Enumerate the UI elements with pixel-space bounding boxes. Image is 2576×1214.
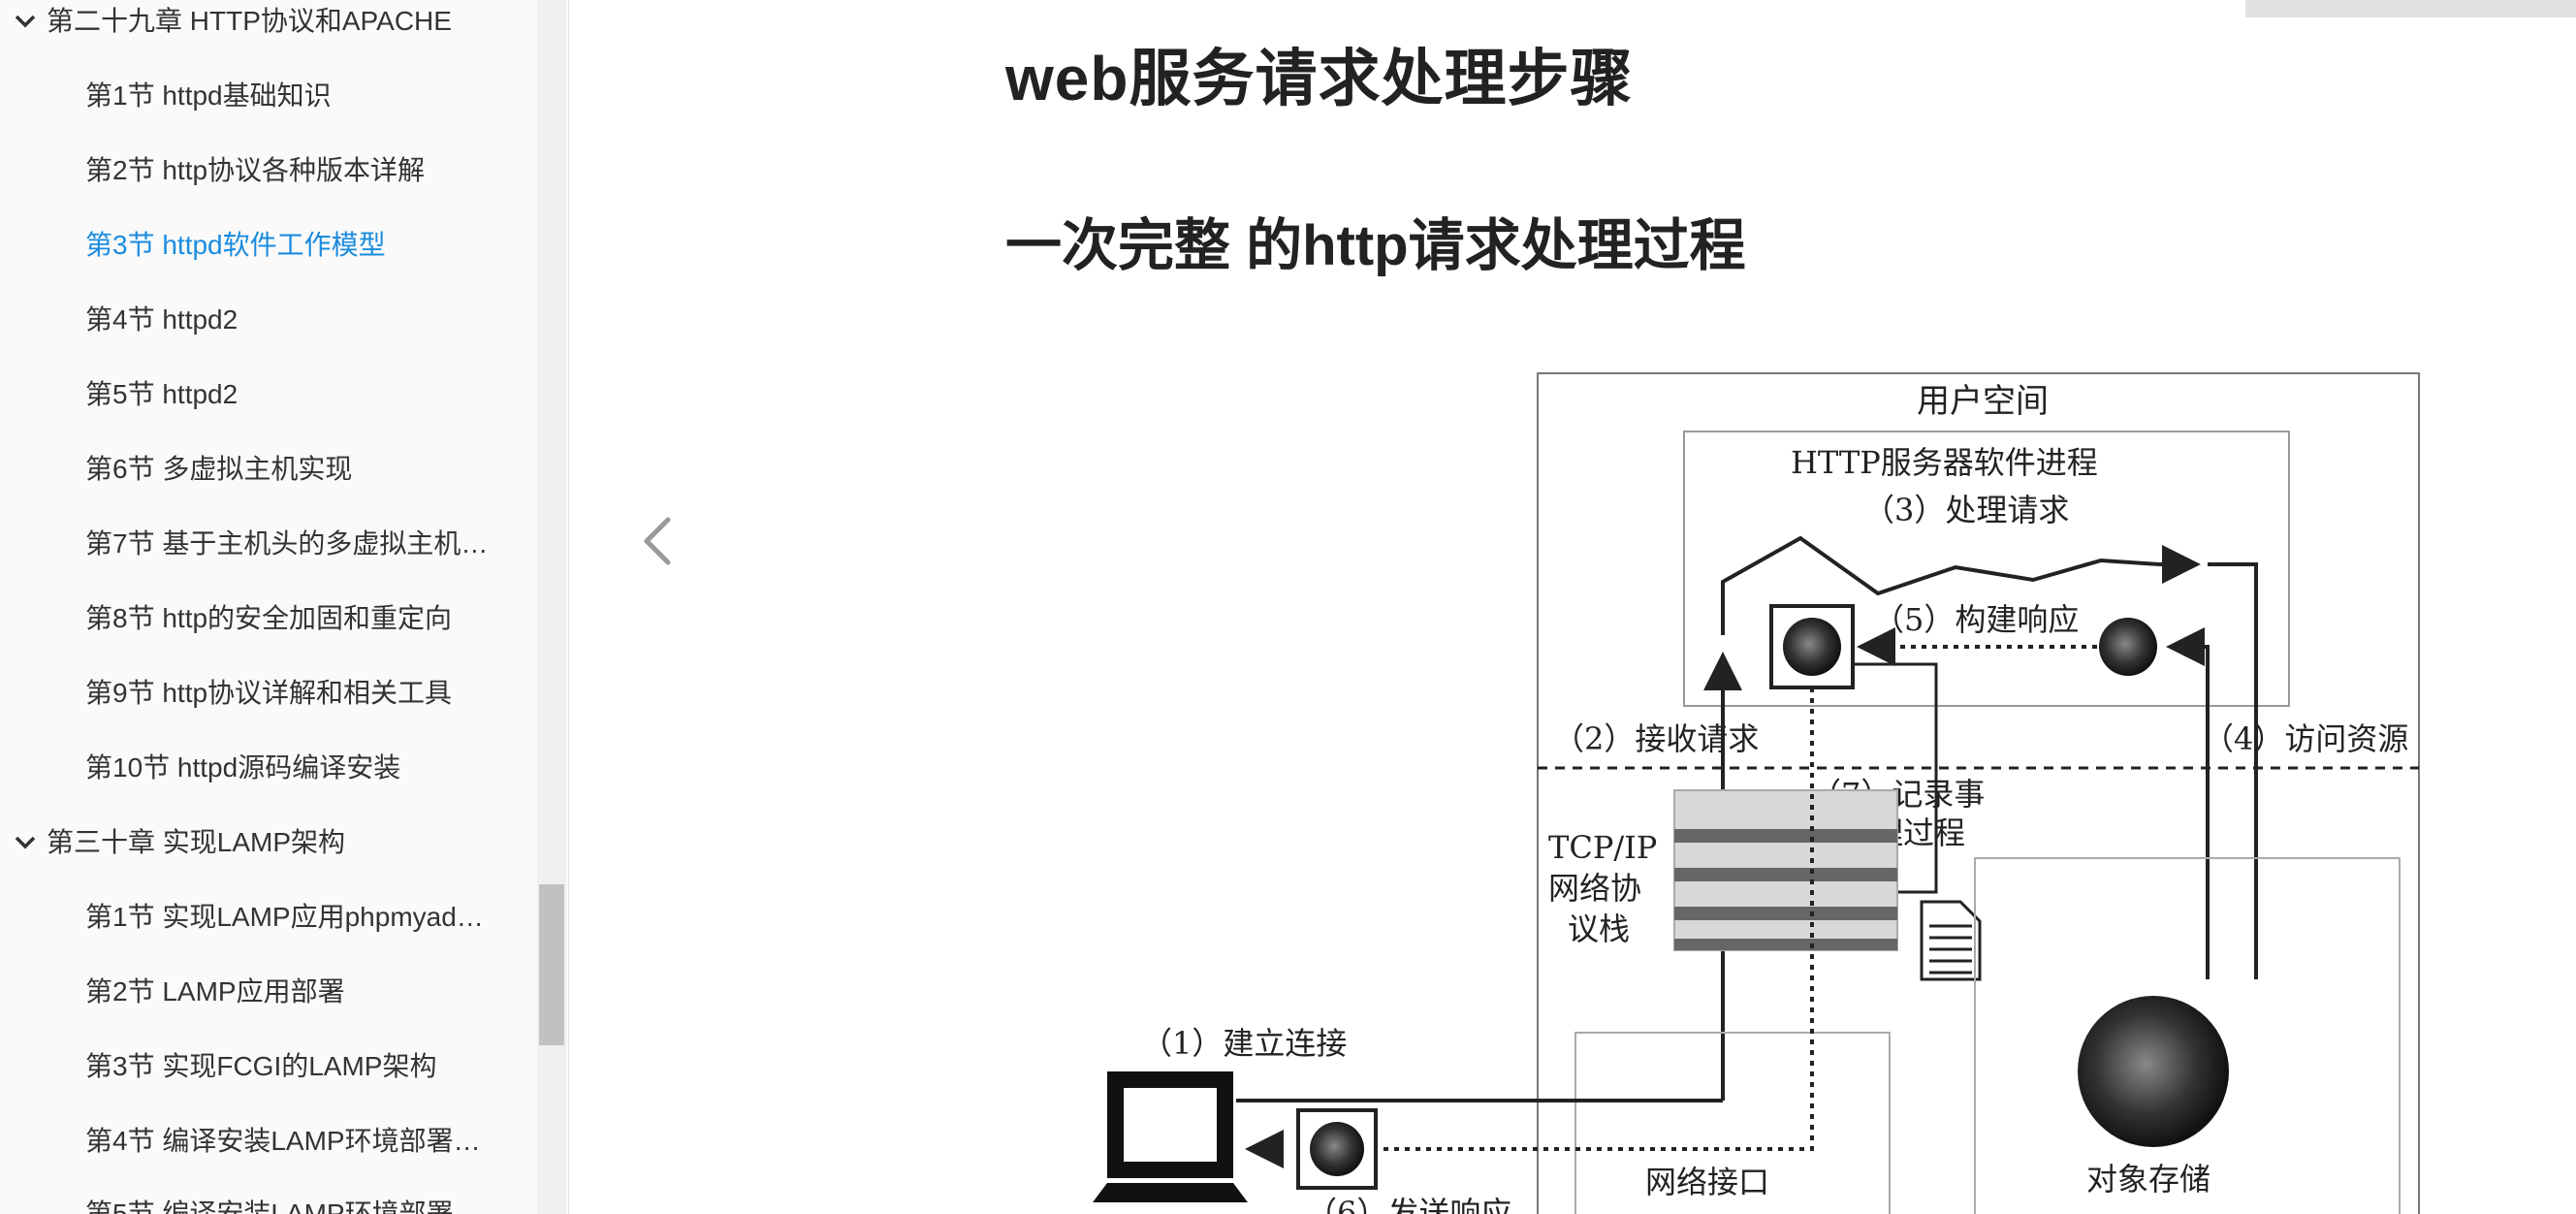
resource-path [2208, 562, 2258, 979]
resource-gear-icon [2099, 618, 2157, 676]
toc-section-29-9[interactable]: 第9节 http协议详解和相关工具 [85, 678, 453, 708]
send-response-path [1311, 687, 1814, 1151]
network-interface-box [1574, 1032, 1891, 1214]
network-interface-label: 网络接口 [1645, 1164, 1769, 1200]
toc-section-30-5[interactable]: 第5节 编译安装LAMP环境部署 [85, 1198, 454, 1214]
toc-section-30-4[interactable]: 第4节 编译安装LAMP环境部署… [85, 1126, 481, 1156]
log-document-icon [1920, 900, 1982, 981]
toc-section-29-7[interactable]: 第7节 基于主机头的多虚拟主机… [85, 528, 489, 559]
access-resource-arrow [2166, 627, 2210, 979]
chapter-label: 第三十章 实现LAMP架构 [47, 827, 346, 857]
object-storage-disk-icon [2078, 996, 2229, 1147]
tcpip-label-line3: 议栈 [1568, 910, 1630, 947]
response-gear-icon [1783, 618, 1841, 676]
prev-page-arrow-icon[interactable] [637, 514, 676, 568]
step1-label: （1）建立连接 [1141, 1025, 1347, 1062]
tcpip-label-line2: 网络协 [1548, 870, 1641, 907]
object-storage-box [1974, 857, 2401, 1214]
toc-section-29-10[interactable]: 第10节 httpd源码编译安装 [85, 752, 401, 783]
toc-section-29-8[interactable]: 第8节 http的安全加固和重定向 [85, 603, 453, 633]
http-process-box [1683, 431, 2290, 707]
toc-section-29-4[interactable]: 第4节 httpd2 [85, 304, 239, 335]
toc-section-29-1[interactable]: 第1节 httpd基础知识 [85, 80, 332, 111]
client-computer-icon [1093, 1071, 1248, 1202]
chevron-down-icon [15, 15, 36, 28]
main-content: web服务请求处理步骤 一次完整 的http请求处理过程 用户空间 HTTP服务… [569, 0, 2576, 1214]
tcpip-stack [1673, 789, 1898, 951]
toc-section-30-3[interactable]: 第3节 实现FCGI的LAMP架构 [85, 1051, 437, 1081]
http-request-diagram: 用户空间 HTTP服务器软件进程 （3）处理请求 （5）构建响应 （2）接收请求… [1093, 372, 2420, 1214]
user-space-box [1537, 372, 2420, 1214]
send-gear-icon [1310, 1122, 1364, 1176]
toc-section-30-2[interactable]: 第2节 LAMP应用部署 [85, 976, 345, 1006]
user-space-label: 用户空间 [1917, 382, 2049, 421]
step2-label: （2）接收请求 [1553, 720, 1759, 757]
chevron-down-icon [15, 836, 36, 849]
toc-section-29-2[interactable]: 第2节 http协议各种版本详解 [85, 155, 426, 185]
object-storage-label: 对象存储 [2086, 1161, 2210, 1198]
tcpip-label-line1: TCP/IP [1548, 829, 1657, 866]
processing-path [1721, 535, 2165, 635]
toc-section-29-6[interactable]: 第6节 多虚拟主机实现 [85, 454, 353, 484]
section-heading: 一次完整 的http请求处理过程 [1005, 214, 1746, 277]
chapter-label: 第二十九章 HTTP协议和APACHE [47, 6, 452, 36]
step5-label: （5）构建响应 [1873, 601, 2079, 638]
page-title: web服务请求处理步骤 [1005, 44, 1634, 113]
step4-label: （4）访问资源 [2203, 720, 2408, 757]
toc-section-30-1[interactable]: 第1节 实现LAMP应用phpmyad… [85, 902, 484, 932]
sidebar: 第二十九章 HTTP协议和APACHE 第1节 httpd基础知识 第2节 ht… [0, 0, 569, 1214]
step6-label: （6）发送响应 [1306, 1195, 1511, 1214]
top-right-bar [2245, 0, 2576, 17]
sidebar-scrollbar-thumb[interactable] [539, 884, 564, 1045]
toc-section-29-5[interactable]: 第5节 httpd2 [85, 379, 239, 409]
step3-label: （3）处理请求 [1863, 492, 2069, 528]
http-process-label: HTTP服务器软件进程 [1791, 444, 2098, 481]
toc-section-29-3-active[interactable]: 第3节 httpd软件工作模型 [85, 230, 386, 260]
